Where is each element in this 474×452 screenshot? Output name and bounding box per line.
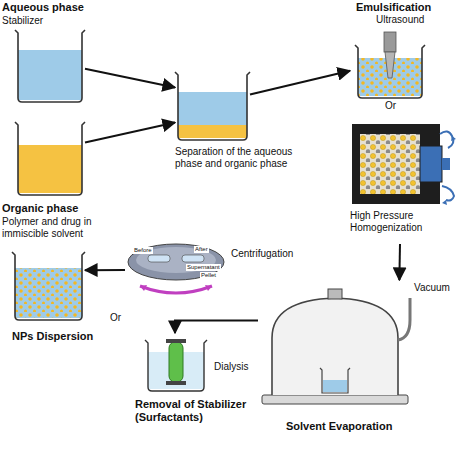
step-note: Removal of Stabilizer (Surfactants) — [135, 398, 265, 424]
step-heading: Emulsification — [356, 1, 468, 14]
part-label: Supernatant — [186, 264, 221, 271]
flow-arrow — [85, 69, 175, 88]
flow-arrow — [85, 269, 125, 271]
process-step: Organic phasePolymer and drug in immisci… — [15, 120, 85, 195]
part-label: Pellet — [200, 272, 217, 279]
flow-arrow — [398, 244, 401, 280]
organic-beaker — [15, 122, 85, 195]
step-text: Dialysis — [214, 361, 269, 373]
separation-beaker — [175, 72, 250, 140]
step-text: Centrifugation — [231, 248, 311, 260]
step-text: Ultrasound — [376, 14, 466, 26]
part-label: After — [194, 246, 209, 253]
process-step: Solvent Evaporation — [258, 280, 410, 442]
flow-arrow — [250, 71, 350, 95]
nps-beaker — [12, 252, 85, 320]
step-text: Polymer and drug in immiscible solvent — [2, 216, 112, 240]
or-label: Or — [110, 312, 121, 324]
or-label: Or — [385, 100, 396, 112]
homogenizer — [352, 124, 456, 205]
aqueous-beaker — [15, 30, 85, 102]
flow-arrow — [85, 123, 175, 143]
process-step: EmulsificationUltrasound — [350, 30, 430, 98]
process-step: Separation of the aqueous phase and orga… — [175, 70, 250, 140]
process-step: Dialysis — [140, 333, 210, 391]
step-text: High Pressure Homogenization — [350, 210, 460, 234]
step-heading: Aqueous phase — [2, 1, 122, 14]
ultrasound-beaker — [355, 32, 425, 98]
step-text: Separation of the aqueous phase and orga… — [175, 146, 305, 170]
dialysis-beaker — [145, 339, 207, 391]
process-step: High Pressure Homogenization — [345, 118, 462, 244]
or-label: Vacuum — [414, 282, 450, 294]
centrifuge — [128, 244, 224, 293]
step-text: Stabilizer — [2, 15, 122, 27]
flow-arrow — [175, 321, 258, 334]
step-heading: NPs Dispersion — [12, 330, 112, 343]
step-heading: Solvent Evaporation — [286, 420, 410, 433]
process-step: NPs Dispersion — [12, 250, 85, 322]
process-step: Aqueous phaseStabilizer — [15, 28, 85, 102]
part-label: Before — [133, 247, 153, 254]
step-heading: Organic phase — [2, 202, 127, 215]
evaporator — [262, 289, 410, 404]
